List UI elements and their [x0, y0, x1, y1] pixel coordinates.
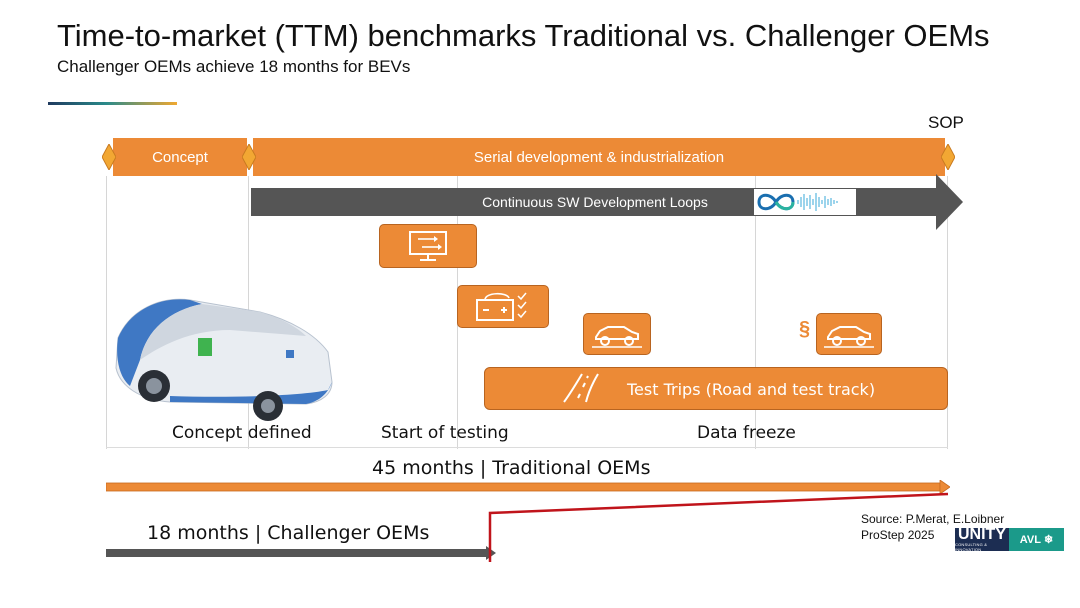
milestone-data-freeze: Data freeze [697, 423, 796, 443]
serial-development-label: Serial development & industrialization [473, 148, 725, 166]
paragraph-icon: § [799, 318, 811, 340]
road-icon [563, 373, 599, 403]
sw-development-arrow [251, 174, 963, 230]
milestone-start-of-testing: Start of testing [381, 423, 509, 443]
source-citation: Source: P.Merat, E.Loibner [861, 512, 1005, 526]
test-trips-label: Test Trips (Road and test track) [627, 380, 876, 399]
car-illustration [115, 298, 333, 421]
unity-logo: UNITY CONSULTING & INNOVATION [955, 525, 1009, 552]
concept-phase-label: Concept [152, 148, 208, 166]
hil-screen-icon [379, 224, 477, 268]
vehicle-certification-icon [816, 313, 882, 355]
concept-phase-band: Concept [113, 138, 247, 176]
infinity-loop-icon [754, 189, 856, 215]
snowflake-icon: ❄ [1043, 534, 1054, 546]
avl-logo: AVL ❄ [1009, 528, 1064, 551]
avl-logo-text: AVL [1019, 533, 1041, 546]
test-trips-box [484, 367, 948, 410]
concept-milestone-diamond [242, 144, 256, 170]
page-subtitle: Challenger OEMs achieve 18 months for BE… [57, 57, 411, 76]
guide-line [947, 176, 948, 449]
unity-avl-logo: UNITY CONSULTING & INNOVATION AVL ❄ [955, 525, 1064, 552]
unity-logo-text: UNITY [958, 525, 1006, 543]
sop-milestone-diamond [941, 144, 955, 170]
milestone-concept-defined: Concept defined [172, 423, 312, 443]
challenger-timeline-label: 18 months | Challenger OEMs [147, 522, 430, 544]
battery-test-icon [457, 285, 549, 328]
sw-development-label: Continuous SW Development Loops [482, 194, 708, 210]
guide-line [755, 176, 756, 449]
accent-divider [48, 102, 177, 105]
challenger-timeline-arrow [106, 546, 496, 560]
serial-development-band: Serial development & industrialization [253, 138, 945, 176]
start-milestone-diamond [102, 144, 116, 170]
page-title: Time-to-market (TTM) benchmarks Traditio… [57, 18, 990, 53]
ttm-reduction-line [488, 492, 949, 562]
unity-logo-subtext: CONSULTING & INNOVATION [955, 541, 988, 552]
vehicle-icon [583, 313, 651, 355]
sop-label: SOP [928, 113, 964, 132]
traditional-timeline-arrow [106, 480, 950, 494]
traditional-timeline-label: 45 months | Traditional OEMs [372, 457, 651, 479]
separator-line [106, 447, 948, 448]
guide-line [106, 176, 107, 449]
source-event: ProStep 2025 [861, 528, 935, 542]
